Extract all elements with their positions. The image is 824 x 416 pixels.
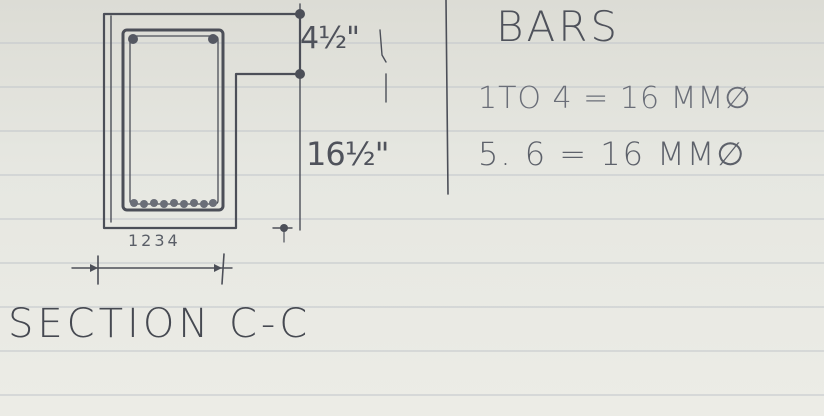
depth-dimension-label: 16½" (306, 135, 389, 173)
top-cover-tick (379, 29, 387, 63)
width-dim-arrow-right (214, 264, 222, 272)
section-title: SECTION C-C (8, 301, 312, 347)
stirrup-inner (129, 35, 219, 205)
width-dim-arrow-left (90, 264, 98, 272)
width-dim-tick-right (221, 253, 225, 285)
schedule-row-1: 1TO 4 = 16 MM∅ (478, 81, 752, 116)
beam-outline (102, 12, 302, 230)
dim-node-top (295, 9, 305, 19)
schedule-row-2: 5. 6 = 16 MM∅ (478, 135, 747, 173)
top-bar-right (208, 34, 218, 44)
top-bar-left (128, 34, 138, 44)
bottom-bars (130, 199, 217, 208)
dim-node-middle (295, 69, 305, 79)
schedule-heading: BARS (496, 2, 621, 51)
top-cover-dimension-label: 4½" (300, 21, 360, 56)
stirrup (121, 28, 225, 212)
bottom-bar-numbers: 1234 (128, 231, 181, 250)
schedule-divider (445, 0, 449, 195)
